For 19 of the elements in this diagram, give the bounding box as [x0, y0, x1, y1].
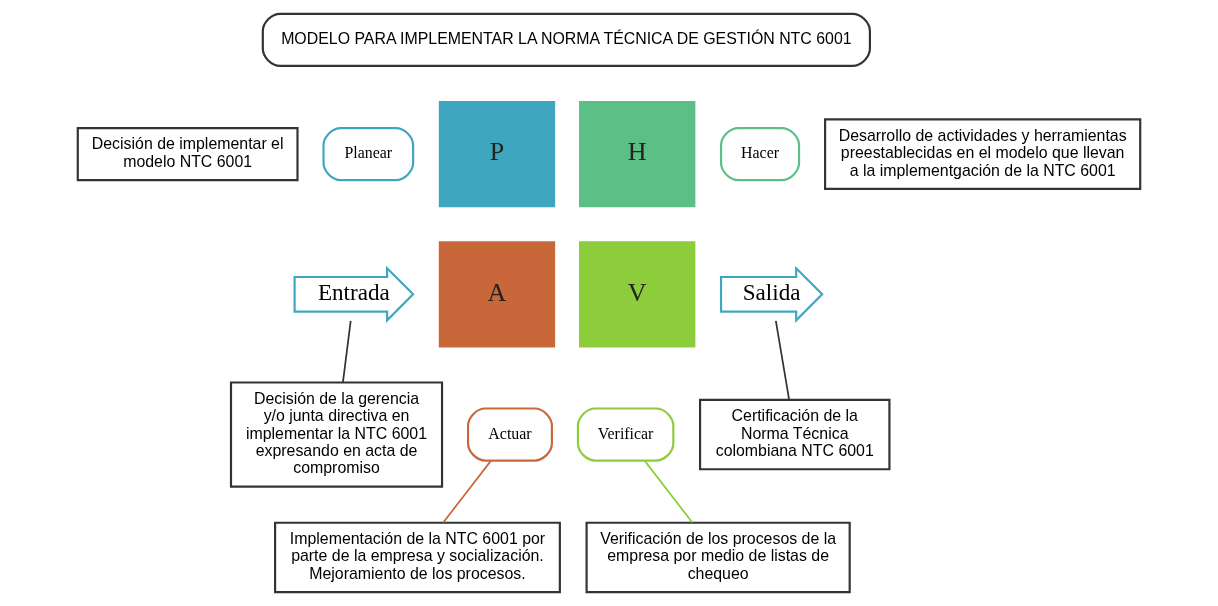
node-box: V	[579, 241, 696, 348]
node-box: Verificación de los procesos de la empresa por medio de listas de chequeo	[585, 521, 851, 594]
node-box: P	[438, 101, 556, 208]
node-box: Verificar	[576, 407, 675, 462]
connector	[643, 460, 694, 524]
node-box: Hacer	[719, 127, 801, 182]
node-box: Desarrollo de actividades y herramientas preestablecidas en el modelo que llevan a la implementgación de la NTC 6001	[824, 118, 1142, 190]
connector	[442, 460, 492, 524]
node-box: Decisión de implementar el modelo NTC 6001	[76, 127, 299, 182]
node-box: Implementación de la NTC 6001 por parte de la empresa y socialización. Mejoramiento de los procesos.	[274, 521, 561, 594]
node-box: Certificación de la Norma Técnica colombiana NTC 6001	[699, 398, 891, 471]
node-box: Decisión de la gerencia y/o junta directiva en implementar la NTC 6001 expresando en acta de compromiso	[229, 381, 444, 488]
node-box: Planear	[322, 127, 415, 182]
connector	[775, 320, 790, 401]
node-box: Actuar	[466, 407, 553, 462]
node-box: H	[579, 101, 696, 208]
node-box: A	[438, 241, 556, 348]
node-box: MODELO PARA IMPLEMENTAR LA NORMA TÉCNICA DE GESTIÓN NTC 6001	[261, 12, 871, 68]
connector	[342, 320, 352, 384]
